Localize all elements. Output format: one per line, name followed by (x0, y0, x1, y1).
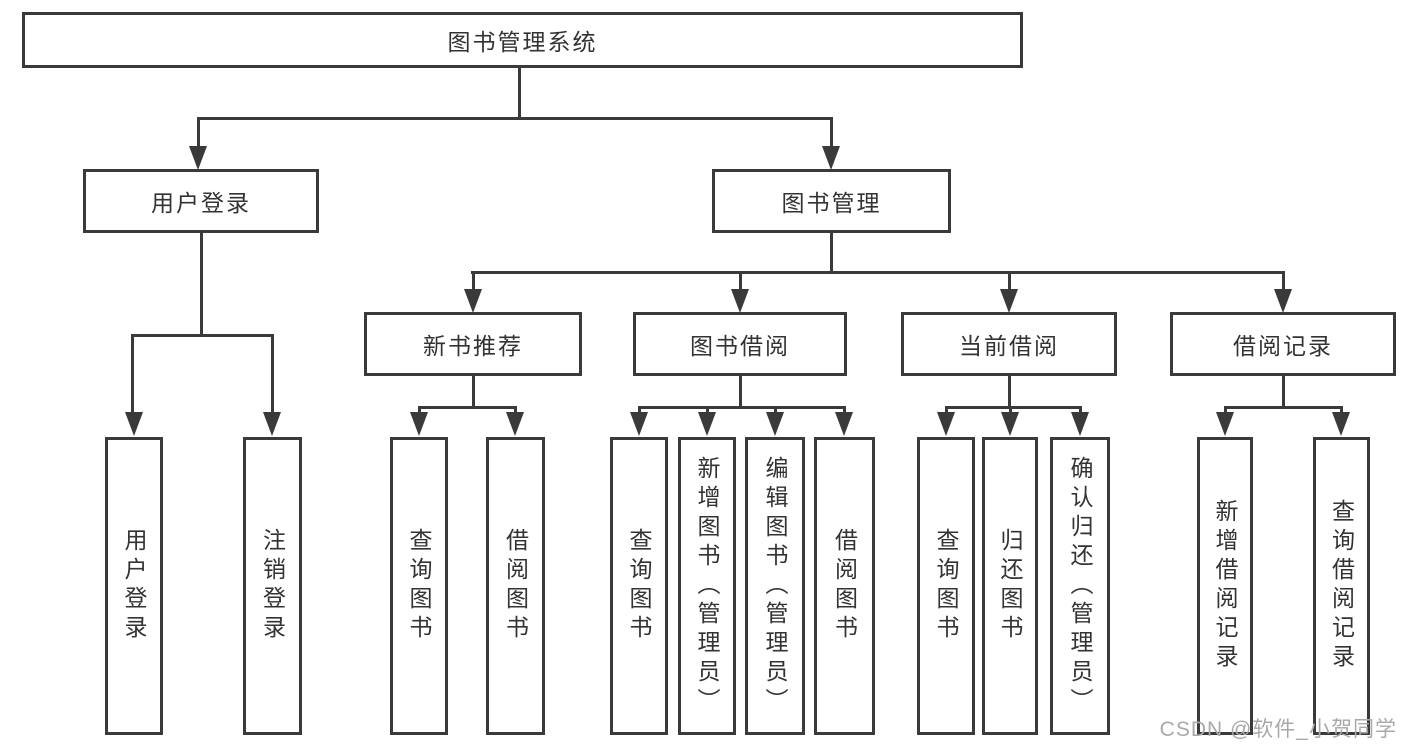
arrow-down-icon (125, 412, 143, 436)
arrow-down-icon (1071, 412, 1089, 436)
leaf-user-login: 用户登录 (105, 437, 163, 735)
connector-line (843, 406, 846, 415)
connector-line (200, 233, 203, 336)
leaf-logout: 注销登录 (243, 437, 302, 735)
leaf-query-books-1: 查询图书 (390, 437, 448, 735)
arrow-down-icon (731, 289, 749, 313)
leaf-user-login-label: 用户登录 (121, 528, 147, 644)
leaf-return-books: 归还图书 (982, 437, 1038, 735)
connector-line (945, 406, 1081, 409)
arrow-down-icon (1274, 289, 1292, 313)
connector-line (514, 406, 517, 415)
arrow-down-icon (822, 146, 840, 170)
node-book-management-label: 图书管理 (781, 190, 882, 216)
node-book-management: 图书管理 (712, 169, 951, 233)
arrow-down-icon (263, 412, 281, 436)
node-new-book-recommend-label: 新书推荐 (423, 333, 523, 359)
node-current-borrowing-label: 当前借阅 (959, 333, 1059, 359)
leaf-query-books-3: 查询图书 (917, 437, 975, 735)
leaf-confirm-return-admin: 确认归还（管理员） (1050, 437, 1110, 735)
leaf-query-books-1-label: 查询图书 (406, 528, 432, 644)
connector-line (1008, 271, 1011, 291)
connector-line (518, 67, 521, 119)
connector-line (830, 233, 833, 274)
node-borrowing-records-label: 借阅记录 (1233, 333, 1333, 359)
arrow-down-icon (937, 412, 955, 436)
connector-line (1340, 406, 1343, 415)
connector-line (197, 117, 200, 148)
connector-line (471, 271, 1285, 274)
connector-line (1224, 406, 1227, 415)
arrow-down-icon (1332, 412, 1350, 436)
watermark: CSDN @软件_小贺同学 (1159, 718, 1397, 741)
arrow-down-icon (698, 412, 716, 436)
leaf-return-books-label: 归还图书 (997, 528, 1023, 644)
connector-line (1282, 271, 1285, 291)
connector-line (418, 406, 517, 409)
connector-line (131, 334, 274, 337)
leaf-borrow-books-1: 借阅图书 (486, 437, 545, 735)
connector-line (1008, 376, 1011, 408)
connector-line (739, 271, 742, 291)
arrow-down-icon (464, 289, 482, 313)
arrow-down-icon (410, 412, 428, 436)
leaf-add-books-admin: 新增图书（管理员） (678, 437, 736, 735)
connector-line (774, 406, 777, 415)
node-book-borrowing-label: 图书借阅 (690, 333, 790, 359)
connector-line (271, 334, 274, 414)
leaf-borrow-books-2-label: 借阅图书 (831, 528, 858, 644)
leaf-query-borrow-record-label: 查询借阅记录 (1328, 499, 1355, 673)
leaf-query-books-2-label: 查询图书 (626, 528, 652, 644)
connector-line (472, 376, 475, 408)
connector-line (1224, 406, 1342, 409)
arrow-down-icon (835, 412, 853, 436)
connector-line (197, 117, 833, 120)
connector-line (1282, 376, 1285, 408)
leaf-borrow-books-2: 借阅图书 (814, 437, 875, 735)
arrow-down-icon (1000, 289, 1018, 313)
leaf-edit-books-admin-label: 编辑图书（管理员） (762, 455, 788, 717)
arrow-down-icon (630, 412, 648, 436)
connector-line (1009, 406, 1012, 415)
arrow-down-icon (189, 146, 207, 170)
leaf-query-borrow-record: 查询借阅记录 (1313, 437, 1370, 735)
connector-line (638, 406, 846, 409)
leaf-add-borrow-record-label: 新增借阅记录 (1212, 499, 1238, 673)
arrow-down-icon (1216, 412, 1234, 436)
node-root: 图书管理系统 (22, 12, 1023, 68)
connector-line (706, 406, 709, 415)
node-borrowing-records: 借阅记录 (1170, 312, 1396, 376)
connector-line (418, 406, 421, 415)
connector-line (131, 334, 134, 414)
connector-line (1079, 406, 1082, 415)
node-user-login: 用户登录 (83, 169, 319, 233)
node-current-borrowing: 当前借阅 (901, 312, 1117, 376)
node-root-label: 图书管理系统 (447, 29, 598, 55)
connector-line (472, 271, 475, 291)
leaf-query-books-3-label: 查询图书 (933, 528, 959, 644)
leaf-edit-books-admin: 编辑图书（管理员） (745, 437, 805, 735)
arrow-down-icon (506, 412, 524, 436)
leaf-confirm-return-admin-label: 确认归还（管理员） (1067, 455, 1093, 717)
node-user-login-label: 用户登录 (151, 190, 251, 216)
leaf-query-books-2: 查询图书 (610, 437, 668, 735)
arrow-down-icon (1001, 412, 1019, 436)
connector-line (739, 376, 742, 408)
connector-line (945, 406, 948, 415)
leaf-add-books-admin-label: 新增图书（管理员） (694, 455, 720, 717)
node-book-borrowing: 图书借阅 (633, 312, 847, 376)
leaf-logout-label: 注销登录 (259, 528, 286, 644)
arrow-down-icon (766, 412, 784, 436)
node-new-book-recommend: 新书推荐 (364, 312, 582, 376)
connector-line (638, 406, 641, 415)
connector-line (830, 117, 833, 148)
leaf-add-borrow-record: 新增借阅记录 (1197, 437, 1253, 735)
leaf-borrow-books-1-label: 借阅图书 (502, 528, 529, 644)
